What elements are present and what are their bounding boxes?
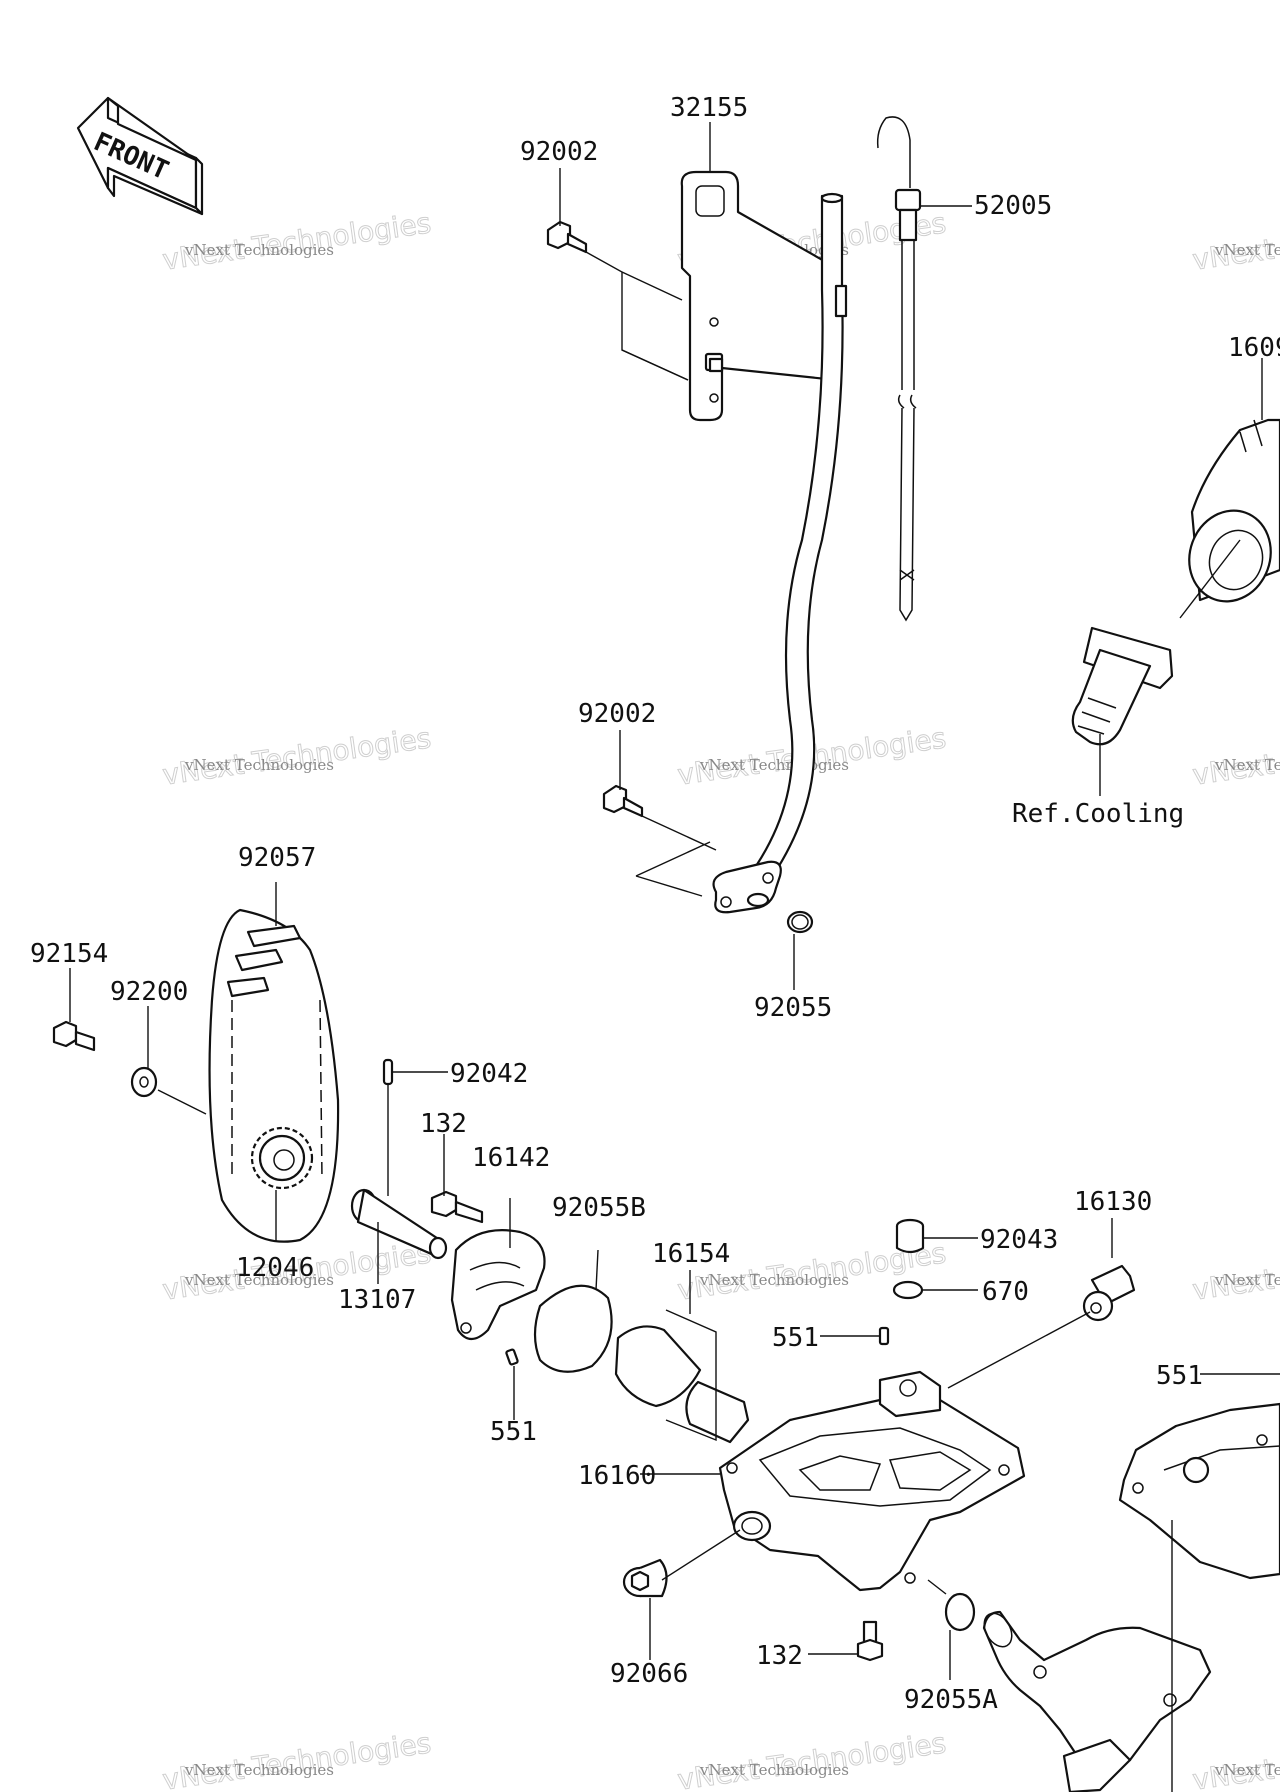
oil-strainer	[982, 1610, 1212, 1792]
pin-92042	[382, 1058, 394, 1086]
label-16154: 16154	[652, 1239, 730, 1269]
label-13107: 13107	[338, 1285, 416, 1315]
cooling-fitting	[1071, 626, 1174, 746]
bolt-92002-top	[546, 220, 588, 254]
label-ref-cooling: Ref.Cooling	[1012, 799, 1184, 829]
o-ring-670	[892, 1280, 924, 1300]
bolt-132-upper	[430, 1190, 484, 1224]
label-32155: 32155	[670, 93, 748, 123]
watermark-text: vNext Technologies	[699, 1271, 849, 1289]
watermark-outline: vNext Technologies	[676, 1726, 949, 1792]
label-670: 670	[982, 1277, 1029, 1307]
label-16160: 16160	[578, 1461, 656, 1491]
pin-551-center	[878, 1326, 890, 1346]
relief-valve-16130	[1082, 1264, 1136, 1322]
watermark-text: vNext Technologies	[699, 1761, 849, 1779]
label-551-right: 551	[1156, 1361, 1203, 1391]
dipstick-52005	[876, 116, 922, 622]
watermark-outline: vNext Technologies	[161, 1726, 434, 1792]
label-132-lower: 132	[756, 1641, 803, 1671]
label-92200: 92200	[110, 977, 188, 1007]
washer-92200	[130, 1066, 158, 1098]
watermark-text: vNext Technologies	[699, 756, 849, 774]
watermark-group: vNext Technologies vNext Technologies vNe…	[160, 206, 1280, 1792]
watermark-text: vNext Technologies	[1214, 756, 1280, 774]
rotor-16154	[614, 1325, 750, 1444]
label-52005: 52005	[974, 191, 1052, 221]
label-92042: 92042	[450, 1059, 528, 1089]
label-16130: 16130	[1074, 1187, 1152, 1217]
watermark-text: vNext Technologies	[184, 241, 334, 259]
label-16142: 16142	[472, 1143, 550, 1173]
label-551-left: 551	[490, 1417, 537, 1447]
oil-filter-1609x	[1188, 418, 1280, 603]
watermark-text: vNext Technologies	[184, 1271, 334, 1289]
pump-body-16160	[718, 1370, 1026, 1592]
label-132-upper: 132	[420, 1109, 467, 1139]
pump-cover-16142	[450, 1229, 546, 1341]
watermark-text: vNext Technologies	[1214, 1271, 1280, 1289]
shaft-13107	[350, 1188, 448, 1260]
watermark-text: vNext Technologies	[184, 756, 334, 774]
leader-lines	[69, 122, 1280, 1792]
label-12046: 12046	[236, 1253, 314, 1283]
label-92057: 92057	[238, 843, 316, 873]
label-92002-top: 92002	[520, 137, 598, 167]
bolt-92154	[52, 1020, 96, 1052]
label-92066: 92066	[610, 1659, 688, 1689]
gasket-92055b	[533, 1284, 613, 1373]
pipe-bracket-32155	[680, 170, 842, 422]
pump-body-right-partial	[1118, 1402, 1280, 1580]
o-ring-92055a	[944, 1592, 976, 1632]
label-92055a: 92055A	[904, 1685, 998, 1715]
sprocket-12046	[250, 1126, 314, 1190]
chain-92057	[208, 908, 340, 1243]
watermark-text: vNext Technologies	[1214, 1761, 1280, 1779]
watermark-text: vNext Technologies	[1214, 241, 1280, 259]
bolt-92002-middle	[602, 784, 644, 818]
plug-92066	[622, 1558, 668, 1598]
bolt-132-lower	[856, 1620, 884, 1662]
front-arrow-icon: FRONT	[76, 96, 204, 216]
label-551-center: 551	[772, 1323, 819, 1353]
label-92043: 92043	[980, 1225, 1058, 1255]
watermark-text: vNext Technologies	[184, 1761, 334, 1779]
pin-551-left	[505, 1348, 519, 1366]
label-92055: 92055	[754, 993, 832, 1023]
watermark-outline: vNext Technologies	[1191, 1726, 1280, 1792]
collar-92043	[895, 1218, 925, 1254]
label-92002-middle: 92002	[578, 699, 656, 729]
oil-pipe	[712, 192, 848, 914]
label-92055b: 92055B	[552, 1193, 646, 1223]
label-92154: 92154	[30, 939, 108, 969]
